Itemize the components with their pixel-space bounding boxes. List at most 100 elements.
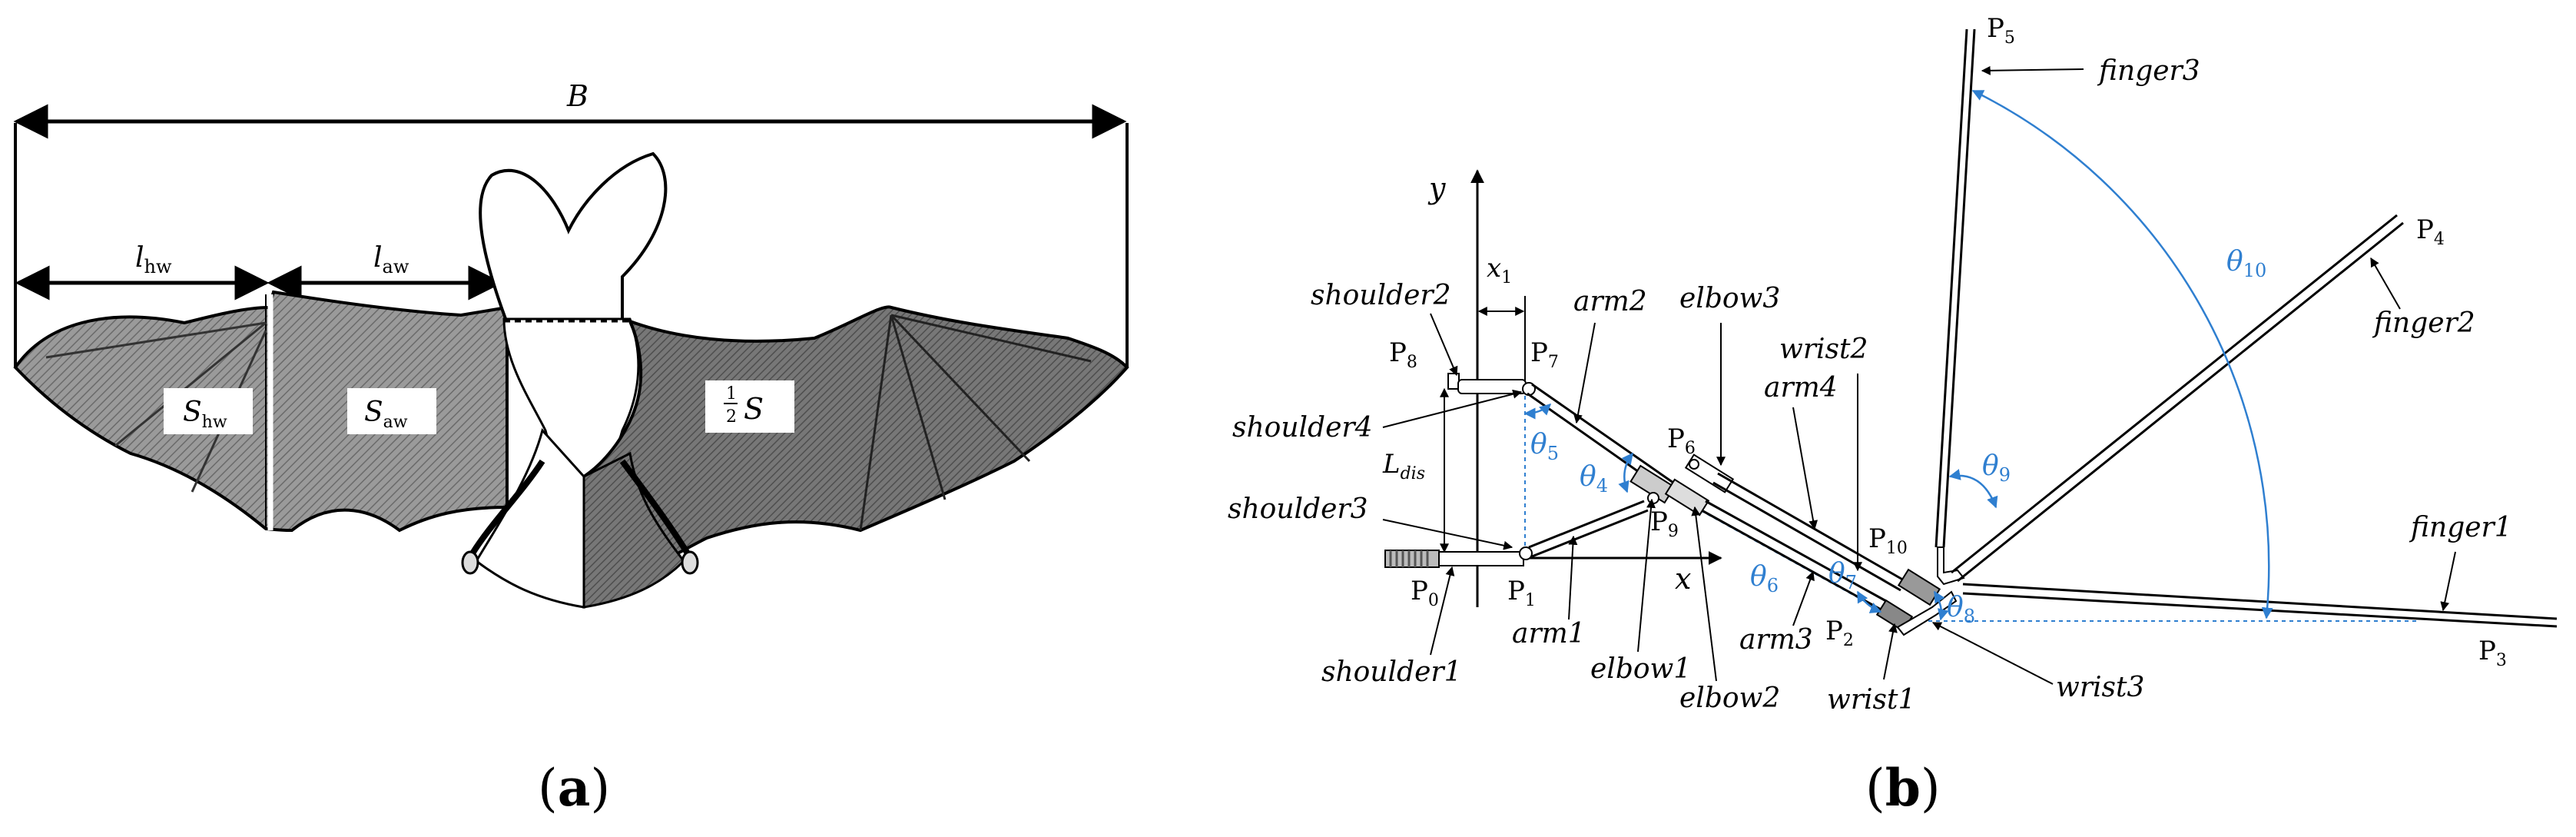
- theta4-arc: [1618, 452, 1633, 493]
- shoulder4-leader: [1382, 389, 1523, 428]
- lhw-label: lhw: [135, 242, 172, 277]
- p10-label: P10: [1868, 523, 1908, 558]
- arm1-edge1: [1528, 500, 1645, 549]
- p8-block: [1447, 373, 1460, 390]
- arm3-edge1: [1705, 500, 1887, 603]
- arm3-leader: [1792, 570, 1815, 626]
- theta6-label: θ6: [1750, 561, 1779, 596]
- p5-label: P5: [1987, 13, 2015, 48]
- arm4-leader: [1792, 407, 1818, 530]
- finger2-edge2: [1957, 221, 2404, 583]
- theta5-arc: [1523, 403, 1552, 420]
- theta8-label: θ8: [1947, 592, 1975, 627]
- theta8-arc: [1933, 590, 1949, 621]
- finger3-leader: [1981, 65, 2084, 75]
- y-axis-label: y: [1427, 171, 1446, 205]
- arm2-leader: [1573, 322, 1596, 424]
- arm4-label: arm4: [1764, 372, 1838, 404]
- wrist2-block: [1897, 568, 1941, 606]
- panel-a-label: (a): [538, 758, 610, 818]
- finger2-label: finger2: [2372, 307, 2475, 339]
- p6-label: P6: [1667, 423, 1696, 458]
- half-s-letter: S: [744, 392, 764, 426]
- p9-joint: [1647, 492, 1659, 504]
- wrist3-leader: [1931, 622, 2054, 685]
- theta7-arc: [1856, 590, 1882, 613]
- finger1-label: finger1: [2409, 512, 2512, 543]
- elbow2-block: [1664, 478, 1710, 516]
- p7-label: P7: [1530, 337, 1559, 372]
- wrist1-leader: [1883, 623, 1898, 680]
- panel-a-bat-diagram: B lhw law Shw Saw 1 2 S: [13, 79, 1129, 818]
- arm1-label: arm1: [1512, 618, 1586, 649]
- theta7-label: θ7: [1828, 558, 1857, 593]
- finger3-edge1: [1934, 28, 1968, 548]
- p10-bracket: [1937, 546, 1965, 586]
- wrist1-label: wrist1: [1827, 684, 1915, 716]
- p1-joint: [1519, 546, 1533, 560]
- right-finger-lines: [859, 314, 1092, 531]
- p9-label: P9: [1650, 507, 1679, 541]
- arm1-leader: [1568, 535, 1578, 620]
- left-foot: [461, 550, 479, 575]
- finger2-leader: [2370, 257, 2401, 310]
- arm1-edge2: [1531, 509, 1649, 558]
- p4-label: P4: [2416, 214, 2445, 249]
- s-hw-box: [164, 388, 253, 434]
- arm3-edge2: [1701, 509, 1883, 612]
- shoulder2-link: [1457, 379, 1527, 394]
- bat-ears: [479, 151, 668, 324]
- shoulder3-leader: [1382, 519, 1513, 550]
- s-aw-label: Saw: [364, 397, 408, 432]
- elbow2-leader: [1691, 506, 1717, 682]
- finger2-edge1: [1951, 214, 2398, 574]
- wrist3-label: wrist3: [2056, 672, 2144, 703]
- p8-label: P8: [1389, 337, 1417, 372]
- finger1-leader: [2440, 551, 2456, 612]
- theta9-label: θ9: [1982, 450, 2011, 486]
- shoulder1-base: [1384, 550, 1440, 568]
- shoulder1-stripes: [1389, 550, 1429, 567]
- elbow1-leader: [1637, 498, 1656, 653]
- left-leg: [469, 459, 545, 556]
- p0-label: P0: [1411, 576, 1439, 610]
- p3-label: P3: [2478, 636, 2507, 670]
- half-s-box: [705, 380, 794, 433]
- shoulder1-label: shoulder1: [1321, 656, 1462, 688]
- p2-label: P2: [1825, 616, 1854, 650]
- elbow2-label: elbow2: [1679, 683, 1780, 714]
- shoulder2-label: shoulder2: [1311, 280, 1451, 311]
- span-label: B: [566, 79, 588, 113]
- theta4-label: θ4: [1580, 461, 1608, 497]
- right-leg: [619, 459, 691, 556]
- p0-link: [1438, 551, 1524, 566]
- p6-joint: [1689, 459, 1699, 470]
- wrist2-label: wrist2: [1779, 334, 1868, 365]
- theta5-label: θ5: [1530, 429, 1559, 464]
- left-wing-membrane: [13, 290, 509, 533]
- s-hw-label: Shw: [183, 397, 227, 432]
- law-label: law: [373, 242, 409, 277]
- s-aw-box: [347, 388, 436, 434]
- x1-label: x1: [1487, 253, 1512, 287]
- shoulder2-leader: [1430, 313, 1458, 377]
- finger1-edge1: [1962, 583, 2558, 620]
- theta10-arc: [1971, 89, 2273, 619]
- p1-label: P1: [1507, 576, 1536, 610]
- half-s-num: 1: [726, 384, 737, 404]
- finger3-label: finger3: [2097, 55, 2200, 87]
- elbow1-label: elbow1: [1590, 653, 1691, 685]
- arm2-label: arm2: [1573, 286, 1647, 317]
- panel-b-label: (b): [1865, 758, 1941, 818]
- shoulder1-leader: [1430, 566, 1455, 656]
- ldis-label: Ldis: [1382, 449, 1425, 483]
- shoulder4-label: shoulder4: [1232, 412, 1373, 443]
- arm3-label: arm3: [1739, 624, 1813, 656]
- panel-b-mechanism-diagram: y x x1 Ldis: [1228, 13, 2558, 818]
- arm4-edge2: [1712, 481, 1901, 592]
- arm2-edge1: [1531, 383, 1674, 484]
- shoulder3-label: shoulder3: [1228, 493, 1368, 525]
- half-s-den: 2: [726, 407, 737, 427]
- finger3-edge2: [1942, 28, 1976, 548]
